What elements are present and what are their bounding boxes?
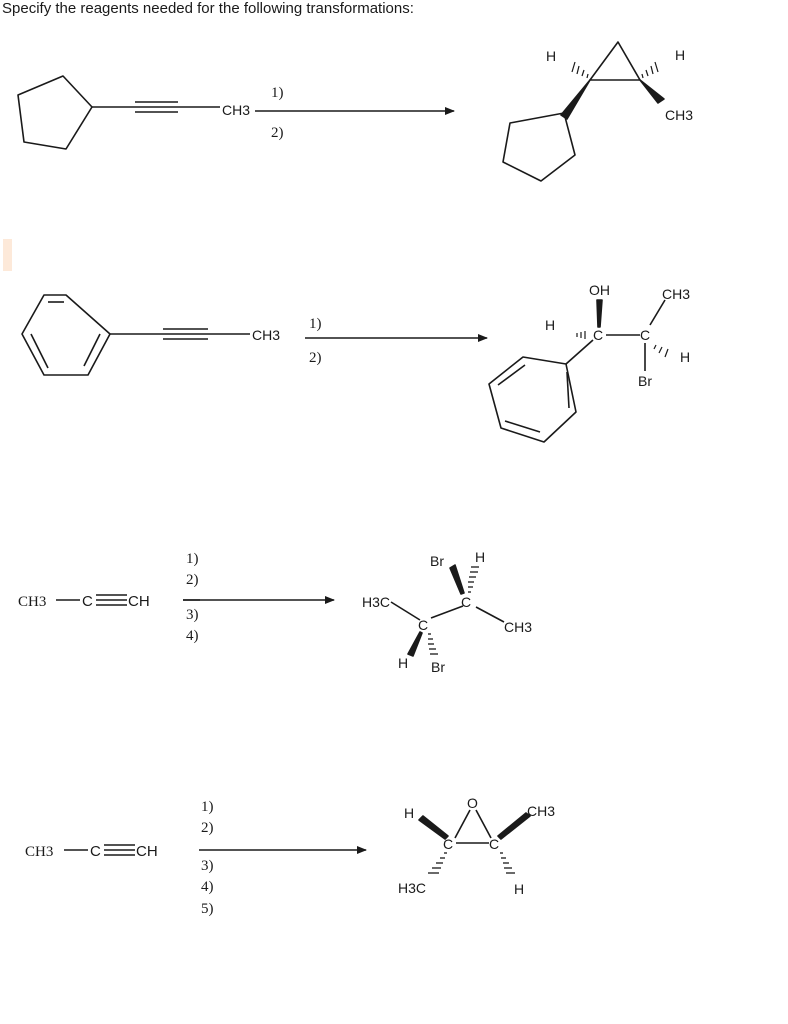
bond-c-ch3: [475, 606, 505, 623]
wedge-bond-ch3-right: [497, 812, 531, 840]
cyclopentane-ring: [17, 75, 93, 150]
problem-3: [56, 564, 505, 657]
product-oxygen-label: O: [467, 795, 478, 811]
benzene-inner-bonds: [30, 301, 101, 369]
step-2-label: 2): [186, 572, 199, 588]
product-h-left-label: H: [404, 805, 414, 821]
product-h-bottom-label: H: [398, 655, 408, 671]
step-1-label: 1): [186, 551, 199, 567]
product-carbon-top-label: C: [461, 594, 471, 610]
product-carbon-1-label: C: [593, 327, 603, 343]
triple-bond: [96, 594, 127, 606]
step-3-label: 3): [186, 607, 199, 623]
problem-4: [64, 809, 531, 874]
bond-c-o-right: [475, 809, 492, 839]
reactant-carbon-label: C: [82, 593, 93, 610]
product-h-top-label: H: [475, 549, 485, 565]
wedge-bond-ring: [560, 79, 591, 120]
step-1-label: 1): [309, 316, 322, 332]
hash-bond-h-left: [576, 331, 586, 339]
product-h-left-label: H: [546, 48, 556, 64]
wedge-bond-h-left: [418, 815, 449, 840]
benzene-ring: [21, 294, 111, 376]
reactant-methyl-label: CH3: [18, 594, 46, 610]
highlight-mark: [3, 239, 12, 271]
step-4-label: 4): [186, 628, 199, 644]
reactant-methyl-label: CH3: [222, 102, 250, 118]
reactant-terminal-label: CH: [136, 843, 158, 860]
wedge-bond-oh: [596, 299, 603, 328]
product-bromine-label: Br: [638, 373, 652, 389]
step-1-label: 1): [271, 85, 284, 101]
problem-2: [21, 294, 669, 443]
hash-bond-br-bottom: [428, 633, 438, 655]
product-bromine-bottom-label: Br: [431, 659, 445, 675]
product-methyl-label: CH3: [504, 619, 532, 635]
reactant-carbon-label: C: [90, 843, 101, 860]
step-3-label: 3): [201, 858, 214, 874]
reactant-methyl-label: CH3: [25, 844, 53, 860]
product-h3c-label: H3C: [398, 880, 426, 896]
hash-bond-h-top: [468, 566, 479, 593]
wedge-bond-methyl: [639, 79, 665, 104]
product-carbon-left-label: C: [443, 836, 453, 852]
reactant-terminal-label: CH: [128, 593, 150, 610]
benzene-ring-product: [488, 356, 577, 443]
problem-1: [17, 41, 665, 182]
product-hydroxyl-label: OH: [589, 282, 610, 298]
product-carbon-bottom-label: C: [418, 617, 428, 633]
step-2-label: 2): [201, 820, 214, 836]
bond-ring-carbon: [565, 339, 594, 365]
step-4-label: 4): [201, 879, 214, 895]
cyclopropane-ring: [589, 41, 641, 81]
hash-bond-left: [571, 61, 589, 79]
step-2-label: 2): [309, 350, 322, 366]
product-h-left-label: H: [545, 317, 555, 333]
product-h3c-label: H3C: [362, 594, 390, 610]
page-title: Specify the reagents needed for the foll…: [2, 0, 414, 17]
bond-h3c-c: [390, 601, 421, 621]
bond-c-o-left: [454, 809, 471, 839]
product-bromine-top-label: Br: [430, 553, 444, 569]
reactant-methyl-label: CH3: [252, 327, 280, 343]
step-1-label: 1): [201, 799, 214, 815]
step-2-label: 2): [271, 125, 284, 141]
cyclopentane-ring-product: [502, 112, 576, 182]
wedge-bond-h-bottom: [407, 631, 423, 657]
triple-bond: [163, 328, 208, 340]
hash-bond-h-right: [500, 852, 515, 874]
product-h-right-label: H: [675, 47, 685, 63]
bond-c-ch3: [649, 299, 666, 326]
product-h-right-label: H: [680, 349, 690, 365]
hash-bond-h3c: [428, 852, 447, 874]
triple-bond: [135, 101, 178, 113]
step-5-label: 5): [201, 901, 214, 917]
hash-bond-h-right: [653, 344, 669, 358]
product-methyl-right-label: CH3: [527, 803, 555, 819]
product-carbon-2-label: C: [640, 327, 650, 343]
product-methyl-label: CH3: [662, 286, 690, 302]
bond-c-c: [430, 605, 464, 619]
product-methyl-label: CH3: [665, 107, 693, 123]
benzene-inner-bonds-product: [497, 364, 570, 433]
hash-bond-right: [641, 61, 659, 79]
wedge-bond-br-top: [449, 564, 465, 595]
product-h-right-label: H: [514, 881, 524, 897]
product-carbon-right-label: C: [489, 836, 499, 852]
triple-bond: [104, 844, 135, 856]
